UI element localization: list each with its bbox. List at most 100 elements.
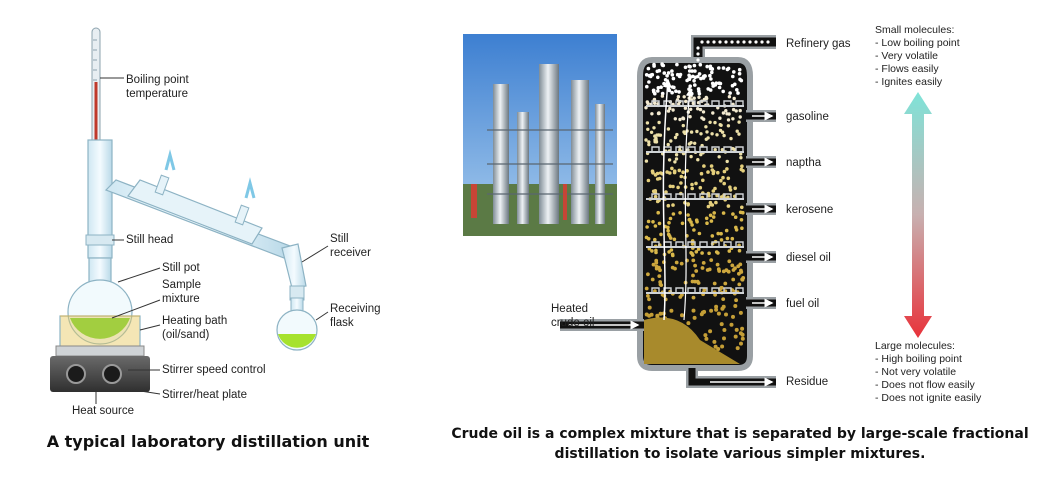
molecule-dot: [726, 176, 731, 181]
lab-leader-lines: [95, 77, 329, 404]
molecule-dot: [657, 265, 661, 270]
molecule-dot: [716, 170, 720, 175]
molecule-dot: [714, 81, 719, 85]
bubble-cap: [687, 100, 696, 106]
molecule-dot: [679, 181, 683, 185]
molecule-dot: [722, 181, 726, 186]
molecule-dot: [722, 169, 727, 174]
bubble-cap: [735, 193, 744, 199]
molecule-dot: [704, 336, 709, 341]
molecule-dot: [704, 216, 709, 221]
receiving-flask: [276, 297, 318, 351]
label-still-receiver-line1: Still: [330, 233, 349, 245]
molecule-dot: [701, 261, 706, 265]
molecule-dot: [711, 215, 716, 219]
molecule-dot: [650, 249, 654, 253]
large-molecules-title: Large molecules:: [875, 340, 955, 352]
molecule-dot: [701, 110, 706, 114]
bubble-cap: [687, 193, 696, 199]
molecule-dot: [716, 311, 721, 316]
molecule-dot: [739, 218, 744, 222]
molecule-dot: [644, 73, 649, 77]
molecule-dot: [737, 67, 742, 72]
bubble-cap: [675, 146, 684, 152]
molecule-dots: [644, 40, 770, 364]
molecule-dot: [698, 185, 703, 190]
molecule-dot: [666, 109, 671, 113]
molecule-dot: [736, 40, 740, 44]
molecule-dot: [721, 297, 726, 301]
molecule-dot: [728, 91, 732, 95]
molecule-dot: [665, 74, 669, 78]
molecule-dot: [646, 219, 651, 224]
large-molecules-item: - High boiling point: [875, 353, 962, 365]
molecule-dot: [676, 95, 681, 99]
bubble-cap: [723, 100, 732, 106]
molecule-dot: [720, 306, 725, 311]
molecule-dot: [644, 286, 649, 291]
molecule-dot: [720, 148, 725, 152]
molecule-dot: [700, 40, 704, 44]
molecule-dot: [726, 204, 731, 208]
molecule-dot: [692, 228, 696, 232]
molecule-dot: [709, 258, 714, 262]
bubble-cap: [651, 193, 660, 199]
molecule-dot: [691, 273, 695, 278]
molecule-dot: [707, 251, 711, 256]
molecule-dot: [730, 263, 735, 268]
molecule-dot: [710, 67, 715, 71]
molecule-dot: [715, 133, 719, 137]
molecule-dot: [686, 213, 690, 217]
molecule-dot: [681, 123, 685, 128]
molecule-dot: [705, 64, 709, 69]
molecule-dot: [658, 311, 663, 316]
molecule-dot: [650, 112, 654, 116]
molecule-dot: [730, 83, 735, 88]
molecule-dot: [696, 247, 701, 251]
molecule-dot: [731, 314, 735, 319]
molecule-dot: [714, 200, 718, 205]
bubble-cap: [735, 146, 744, 152]
molecule-dot: [679, 174, 684, 179]
label-heated-crude-line1: Heated: [551, 303, 589, 315]
molecule-dot: [719, 238, 724, 242]
molecule-dot: [736, 91, 740, 95]
molecule-dot: [644, 159, 649, 163]
molecule-dot: [694, 181, 698, 186]
label-gasoline: gasoline: [786, 111, 829, 123]
molecule-dot: [702, 74, 707, 78]
molecule-dot: [667, 158, 672, 162]
molecule-dot: [725, 67, 730, 72]
bubble-cap: [723, 193, 732, 199]
molecule-dot: [698, 107, 703, 112]
molecule-dot: [713, 344, 718, 349]
molecule-dot: [696, 107, 700, 111]
molecule-dot: [724, 228, 729, 233]
molecule-dot: [692, 79, 696, 83]
molecule-dot: [689, 130, 694, 134]
molecule-dot: [721, 89, 725, 94]
molecule-dot: [673, 160, 677, 164]
molecule-dot: [715, 193, 719, 198]
molecule-dot: [712, 211, 716, 215]
molecule-dot: [645, 100, 649, 104]
molecule-dot: [657, 133, 661, 137]
molecule-dot: [671, 76, 676, 81]
molecule-dot: [706, 204, 711, 209]
molecule-dot: [647, 73, 652, 78]
bubble-cap: [663, 287, 672, 293]
molecule-dot: [707, 267, 712, 272]
molecule-dot: [730, 236, 735, 241]
molecule-dot: [674, 153, 679, 157]
molecule-dot: [662, 81, 666, 86]
molecule-dot: [680, 313, 684, 318]
vapour-rise-arrow: [662, 78, 672, 321]
label-naptha: naptha: [786, 157, 822, 169]
molecule-dot: [654, 260, 659, 265]
molecule-dot: [731, 74, 735, 79]
molecule-dot: [647, 140, 651, 144]
molecule-dot: [683, 106, 688, 110]
bubble-cap: [711, 241, 720, 247]
molecule-dot: [727, 249, 732, 253]
molecule-dot: [729, 322, 734, 327]
